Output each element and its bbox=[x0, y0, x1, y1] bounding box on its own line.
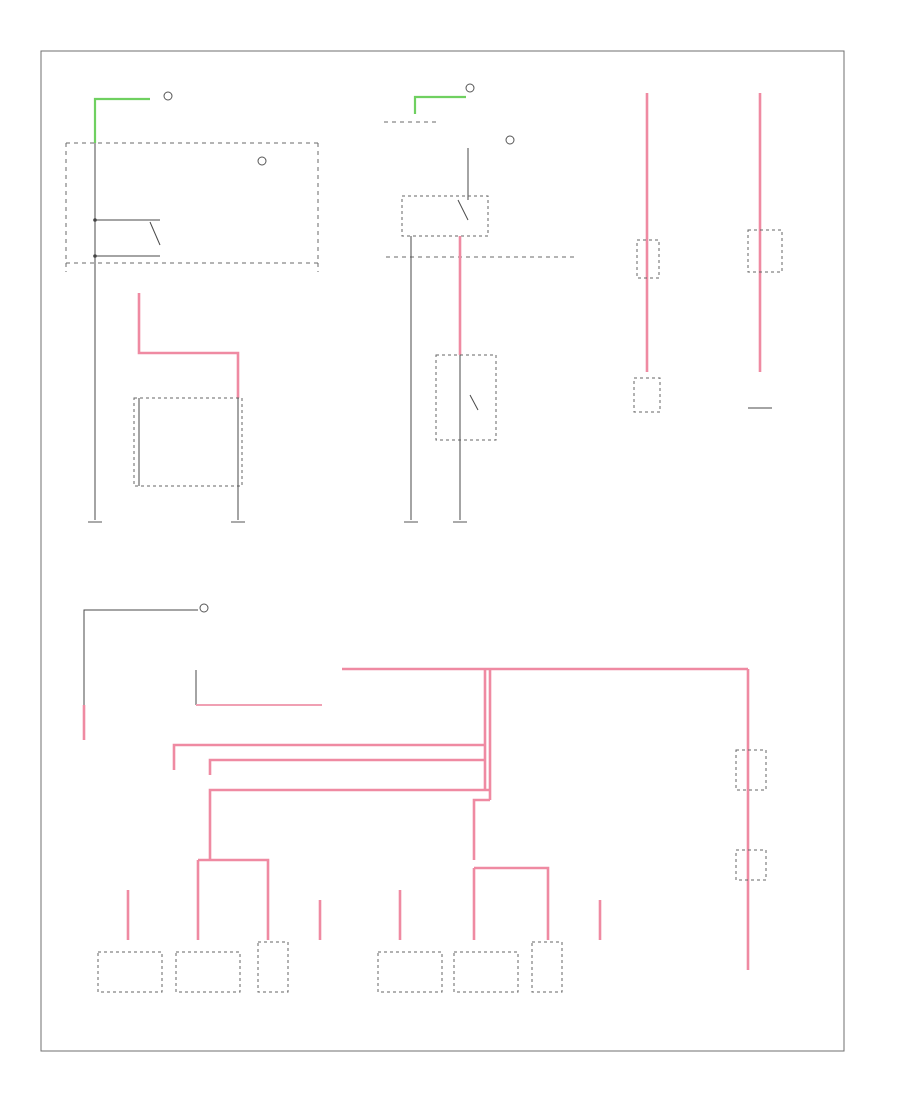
connector-symbol bbox=[199, 603, 209, 613]
circuit-top-left bbox=[65, 91, 319, 523]
circuit-bottom-harness bbox=[97, 667, 767, 993]
pink-wire-heater bbox=[137, 293, 240, 398]
circuit-top-right bbox=[633, 93, 783, 413]
connector-symbol bbox=[465, 83, 475, 93]
seat-component-box bbox=[453, 951, 519, 993]
pink-wire-branch bbox=[208, 758, 485, 775]
connector-box bbox=[633, 377, 661, 413]
switch-contact bbox=[469, 394, 479, 411]
pink-wire bbox=[198, 858, 270, 940]
pink-wire-branch bbox=[172, 743, 485, 770]
pink-wire-branch bbox=[208, 788, 490, 860]
connector-symbol bbox=[505, 135, 515, 145]
connector-symbol bbox=[257, 156, 267, 166]
circuit-middle-left bbox=[82, 603, 209, 740]
seat-component-box bbox=[257, 941, 289, 993]
relay-contact bbox=[457, 199, 469, 221]
pink-wire bbox=[474, 866, 550, 940]
seat-component-box bbox=[175, 951, 241, 993]
splice bbox=[93, 218, 97, 222]
green-wire-center bbox=[413, 95, 466, 114]
component-box bbox=[435, 354, 497, 441]
green-wire-left bbox=[93, 97, 150, 143]
splice bbox=[93, 254, 97, 258]
component-box bbox=[735, 749, 767, 791]
connector-symbol bbox=[163, 91, 173, 101]
component-box bbox=[747, 229, 783, 273]
seat-component-box bbox=[97, 951, 163, 993]
pink-wire-branch bbox=[472, 798, 490, 860]
seat-component-box bbox=[531, 941, 563, 993]
component-box bbox=[735, 849, 767, 881]
component-box bbox=[133, 397, 243, 487]
circuit-top-center bbox=[384, 83, 575, 523]
diagram-border bbox=[40, 50, 845, 1052]
relay-box bbox=[401, 195, 489, 237]
wire bbox=[83, 609, 198, 740]
switch-contact bbox=[149, 221, 161, 246]
seat-component-box bbox=[377, 951, 443, 993]
